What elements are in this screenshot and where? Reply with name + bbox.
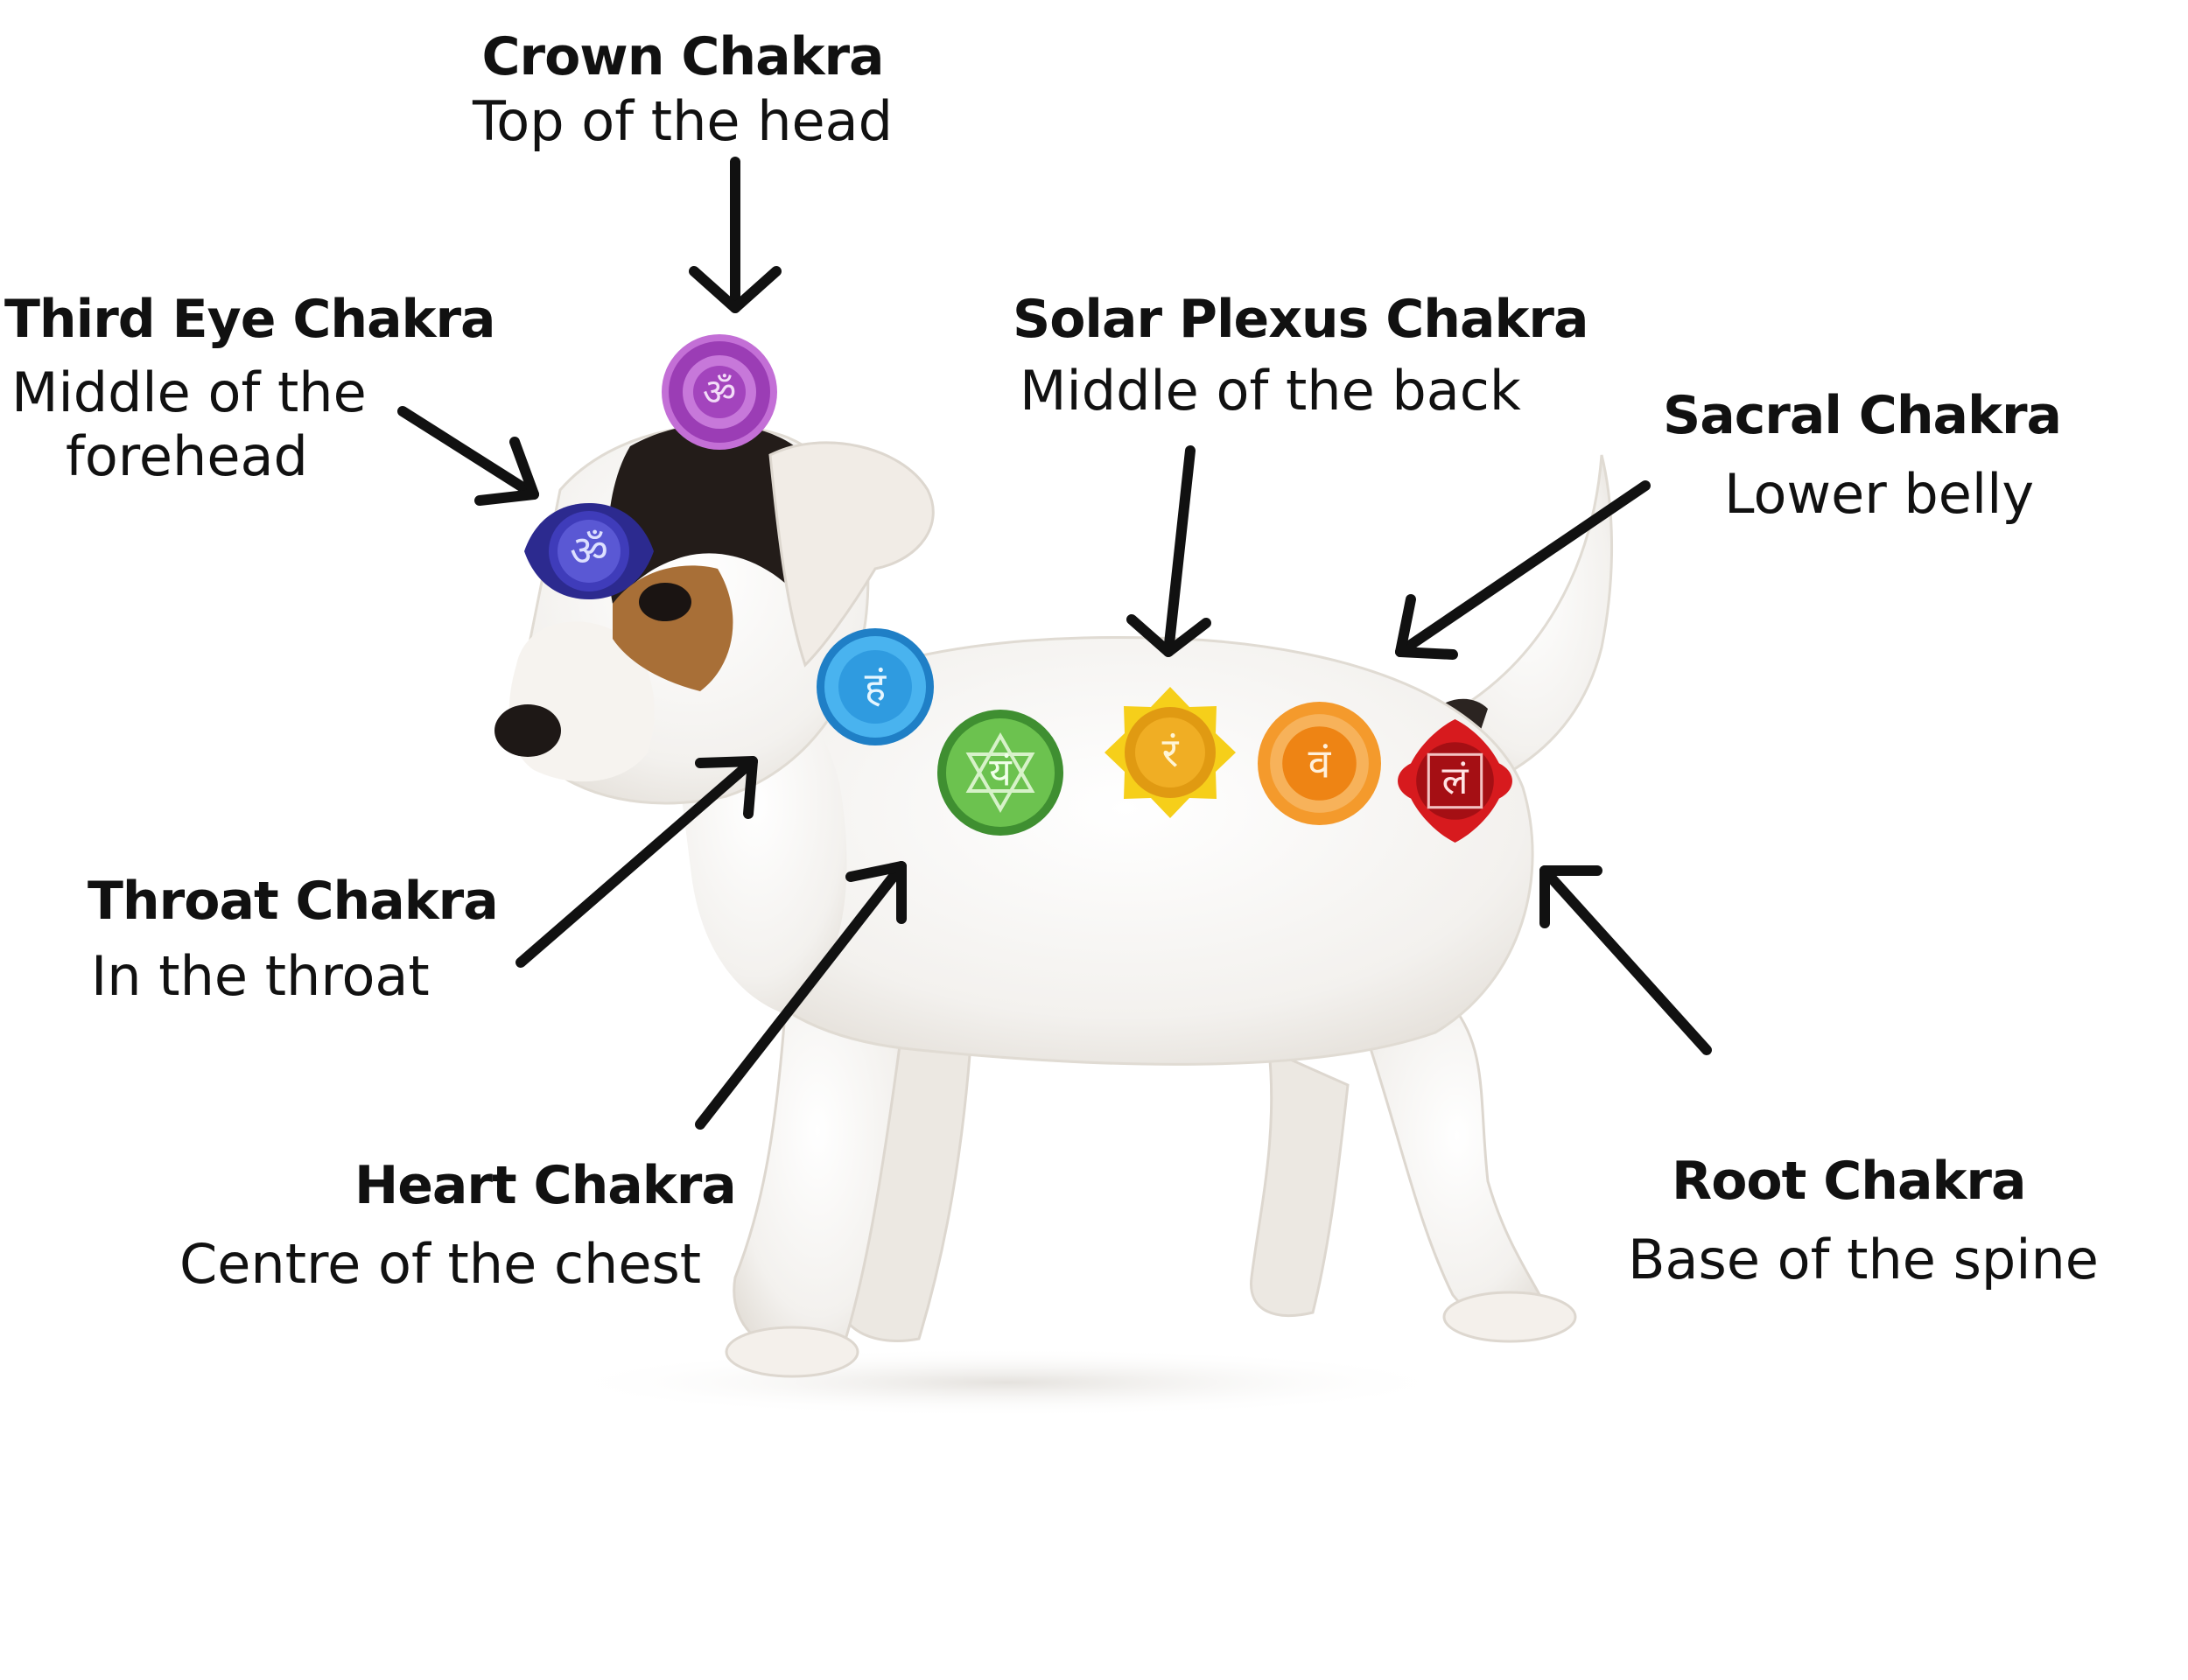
throat-title: Throat Chakra [88,871,499,932]
third-eye-location-line2: forehead [66,424,308,488]
throat-location: In the throat [91,944,430,1008]
heart-chakra-icon: यं [935,707,1066,838]
sacral-title: Sacral Chakra [1663,385,2062,446]
sacral-label: Sacral Chakra Lower belly [1663,385,2062,526]
solar-plexus-location: Middle of the back [1020,359,1521,423]
heart-label: Heart Chakra Centre of the chest [179,1155,737,1296]
third-eye-arrow [397,406,539,506]
svg-text:ॐ: ॐ [570,527,608,576]
solar-plexus-title: Solar Plexus Chakra [1013,289,1588,350]
third-eye-label: Third Eye Chakra Middle of the forehead [4,289,496,488]
root-location: Base of the spine [1628,1228,2099,1292]
root-label: Root Chakra Base of the spine [1628,1151,2099,1292]
third-eye-chakra-icon: ॐ [523,497,655,606]
root-arrow [1539,865,1712,1055]
heart-location: Centre of the chest [179,1232,702,1296]
crown-location: Top of the head [472,89,894,153]
sacral-chakra-icon: वं [1256,700,1383,827]
crown-label: Crown Chakra Top of the head [455,26,910,153]
root-title: Root Chakra [1672,1151,2026,1212]
third-eye-title: Third Eye Chakra [4,289,496,350]
svg-text:यं: यं [989,751,1013,795]
throat-label: Throat Chakra In the throat [88,871,499,1008]
crown-chakra-icon: ॐ [658,331,781,453]
heart-arrow [695,861,907,1130]
root-chakra-icon: लं [1392,718,1518,844]
third-eye-location-line1: Middle of the [11,360,367,424]
heart-title: Heart Chakra [354,1155,737,1216]
svg-text:हं: हं [865,663,887,710]
sacral-arrow [1395,480,1651,660]
crown-title: Crown Chakra [481,26,884,88]
sacral-location: Lower belly [1724,462,2035,526]
solar-plexus-arrow [1126,445,1211,657]
solar-plexus-chakra-icon: रं [1105,687,1236,818]
crown-arrow [689,157,782,313]
throat-arrow [515,756,758,968]
svg-text:लं: लं [1441,759,1469,803]
svg-text:ॐ: ॐ [703,371,736,414]
solar-plexus-label: Solar Plexus Chakra Middle of the back [1002,289,1588,423]
throat-chakra-icon: हं [814,626,936,748]
svg-text:वं: वं [1308,740,1332,788]
svg-text:रं: रं [1162,729,1180,776]
